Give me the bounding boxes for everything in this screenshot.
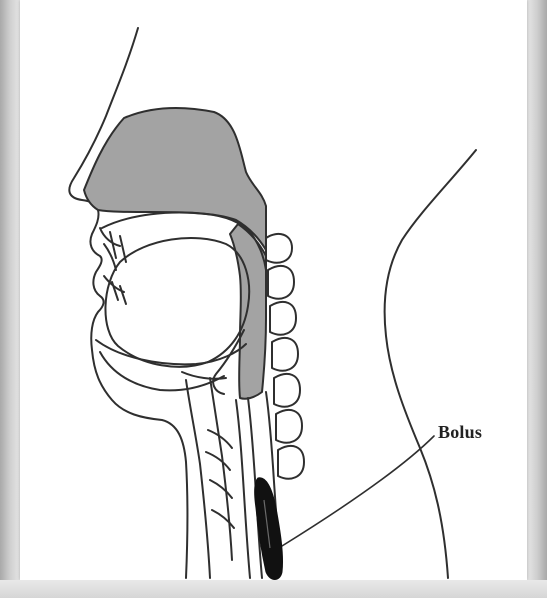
larynx-front [186, 380, 210, 578]
tongue [105, 238, 249, 367]
upper-teeth [100, 228, 126, 270]
bolus-label: Bolus [438, 422, 482, 443]
neck-back-outline [385, 150, 476, 578]
trachea-back [236, 400, 250, 578]
hyoid-region [182, 372, 226, 379]
bolus-pointer-line [282, 436, 434, 546]
lower-jaw [100, 352, 224, 390]
bolus [255, 478, 283, 580]
